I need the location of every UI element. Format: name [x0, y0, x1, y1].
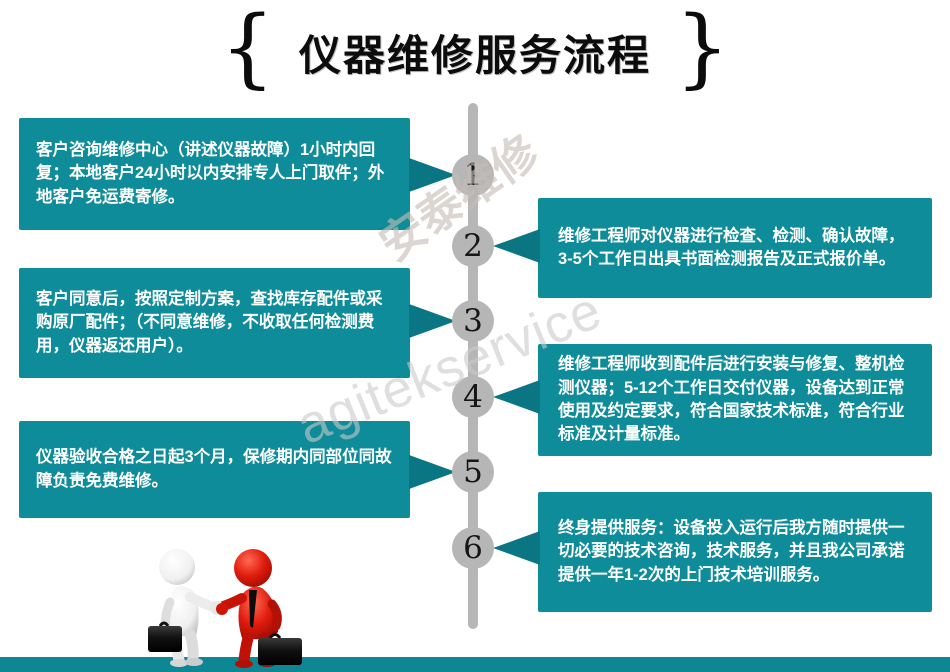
bottom-bar [0, 657, 950, 672]
step-4-arrow-icon [493, 380, 540, 414]
step-5-text: 仪器验收合格之日起3个月，保修期内同部位同故障负责免费维修。 [36, 448, 392, 490]
step-1-text: 客户咨询维修中心（讲述仪器故障）1小时内回复；本地客户24小时以内安排专人上门取… [36, 140, 385, 206]
handshake-illustration-icon [148, 549, 302, 668]
step-4-text: 维修工程师收到配件后进行安装与修复、整机检测仪器；5-12个工作日交付仪器，设备… [558, 355, 905, 444]
step-5-number-badge: 5 [452, 451, 494, 493]
step-1-number-badge: 1 [452, 154, 494, 196]
title-left-brace: { [220, 0, 275, 98]
step-3-number-badge: 3 [452, 300, 494, 342]
step-2-number-badge: 2 [452, 225, 494, 267]
step-2-arrow-icon [493, 229, 540, 263]
step-1-arrow-icon [409, 158, 456, 192]
step-2-box: 维修工程师对仪器进行检查、检测、确认故障，3-5个工作日出具书面检测报告及正式报… [538, 198, 932, 298]
page-title-text: 仪器维修服务流程 [298, 33, 651, 80]
step-4-number-badge: 4 [452, 376, 494, 418]
timeline-line [468, 103, 478, 629]
step-2-text: 维修工程师对仪器进行检查、检测、确认故障，3-5个工作日出具书面检测报告及正式报… [558, 226, 905, 268]
title-right-brace: } [675, 0, 730, 98]
step-5-box: 仪器验收合格之日起3个月，保修期内同部位同故障负责免费维修。 [19, 421, 410, 518]
page-title: { 仪器维修服务流程 } [0, 4, 950, 100]
step-6-arrow-icon [493, 531, 540, 565]
step-3-box: 客户同意后，按照定制方案，查找库存配件或采购原厂配件；（不同意维修，不收取任何检… [19, 268, 410, 378]
step-5-arrow-icon [409, 455, 456, 489]
step-1-box: 客户咨询维修中心（讲述仪器故障）1小时内回复；本地客户24小时以内安排专人上门取… [19, 118, 410, 230]
step-6-number-badge: 6 [452, 527, 494, 569]
step-6-text: 终身提供服务：设备投入运行后我方随时提供一切必要的技术咨询，技术服务，并且我公司… [558, 518, 905, 584]
step-3-arrow-icon [409, 304, 456, 338]
step-6-box: 终身提供服务：设备投入运行后我方随时提供一切必要的技术咨询，技术服务，并且我公司… [538, 492, 932, 612]
step-3-text: 客户同意后，按照定制方案，查找库存配件或采购原厂配件；（不同意维修，不收取任何检… [36, 289, 383, 355]
step-4-box: 维修工程师收到配件后进行安装与修复、整机检测仪器；5-12个工作日交付仪器，设备… [538, 344, 932, 456]
